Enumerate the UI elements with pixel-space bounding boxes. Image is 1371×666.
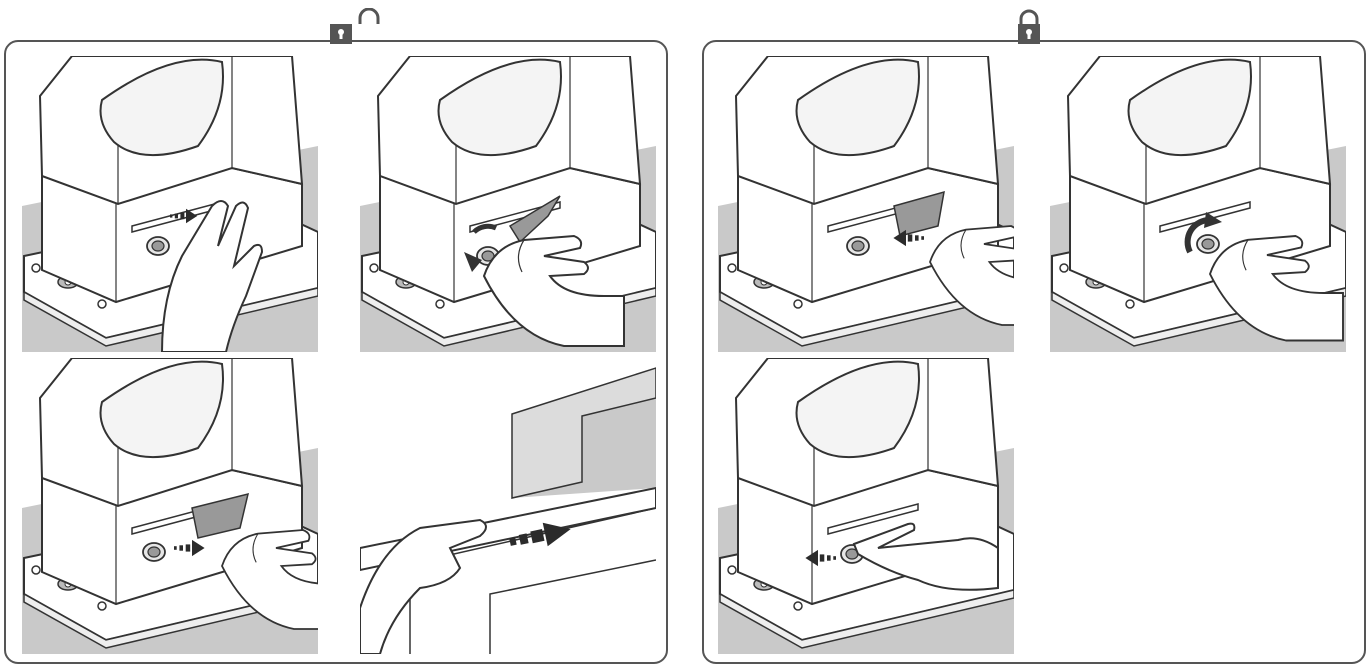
unlock-step-2-turn-key	[360, 56, 656, 352]
unlock-step-4-push-gate	[360, 358, 656, 654]
unlock-step-3-insert-key	[22, 358, 318, 654]
unlocked-padlock-icon	[330, 8, 382, 44]
lock-step-2-turn-key	[1050, 56, 1346, 352]
lock-step-1-insert-key	[718, 56, 1014, 352]
lock-step-3-close-cover	[718, 358, 1014, 654]
locked-padlock-icon	[1018, 8, 1040, 44]
unlock-step-1-slide-cover	[22, 56, 318, 352]
